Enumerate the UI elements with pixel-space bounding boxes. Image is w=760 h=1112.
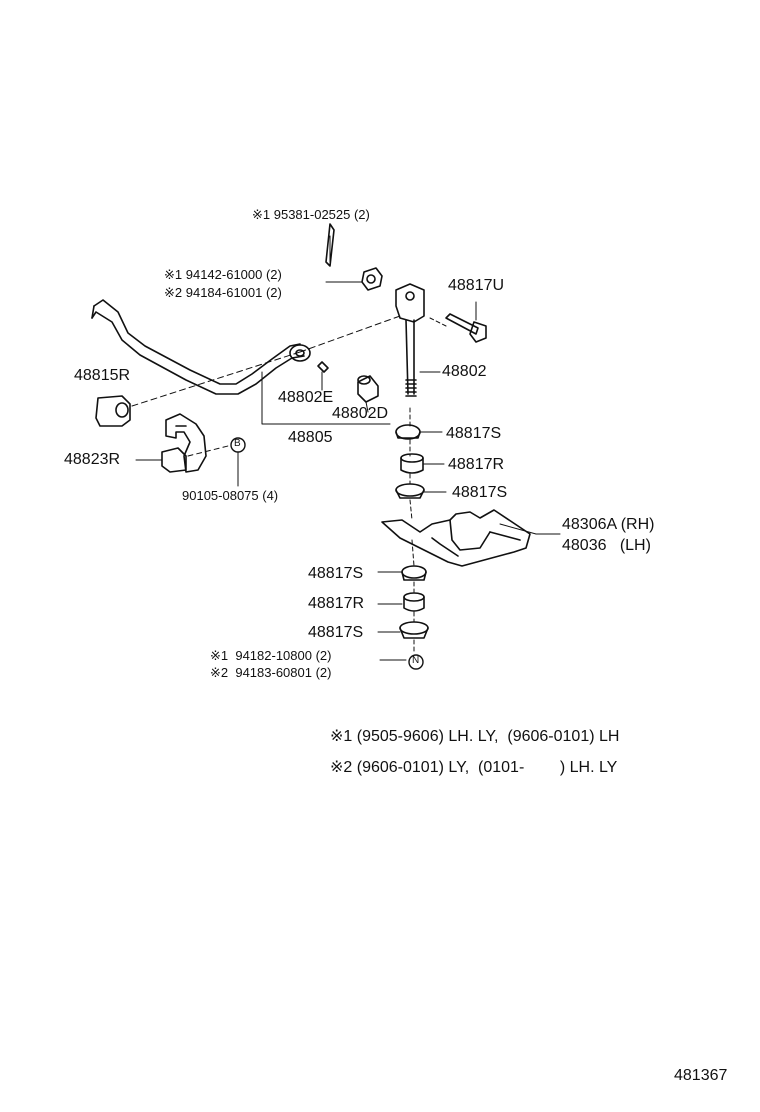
retainer-48817s-mid (395, 483, 425, 499)
label-48817s-a: 48817S (446, 425, 502, 442)
lower-arm-plate (381, 509, 531, 567)
label-48802: 48802 (442, 363, 487, 380)
label-48823r: 48823R (64, 451, 121, 468)
retainer-48817s-bottom (399, 621, 429, 639)
label-95381: ※1 95381-02525 (2) (252, 207, 370, 222)
label-94182: ※1 94182-10800 (2) (210, 648, 332, 663)
label-48817r-a: 48817R (448, 456, 505, 473)
label-48815r: 48815R (74, 367, 131, 384)
label-94184: ※2 94184-61001 (2) (164, 285, 282, 300)
link-48802 (395, 283, 425, 397)
marker-n-letter: N (412, 655, 420, 666)
figure-number: 481367 (674, 1067, 728, 1084)
label-48817s-b: 48817S (452, 484, 508, 501)
label-48802d: 48802D (332, 405, 389, 422)
washer-48817s-upper (395, 424, 421, 440)
leader-lines (131, 235, 561, 661)
cotter-pin (325, 223, 335, 267)
pin-48802e (317, 361, 329, 373)
label-48817u: 48817U (448, 277, 505, 294)
collar-48802d (357, 375, 379, 403)
label-48817s-c: 48817S (308, 565, 364, 582)
washer-48817s-lower (401, 565, 427, 581)
bracket-48823r (161, 413, 207, 473)
marker-b (230, 437, 246, 453)
marker-b-letter: B (234, 438, 241, 449)
note-2: ※2 (9606-0101) LY, (0101- ) LH. LY (330, 759, 618, 776)
label-48306a: 48306A (RH) (562, 516, 655, 533)
label-48802e: 48802E (278, 389, 334, 406)
label-48817s-d: 48817S (308, 624, 364, 641)
label-94183: ※2 94183-60801 (2) (210, 665, 332, 680)
label-48036: 48036 (LH) (562, 537, 651, 554)
nut-94142 (361, 267, 383, 291)
cushion-48817r-upper (400, 453, 424, 474)
label-48817r-b: 48817R (308, 595, 365, 612)
label-48805: 48805 (288, 429, 333, 446)
label-94142: ※1 94142-61000 (2) (164, 267, 282, 282)
marker-n (408, 654, 424, 670)
label-90105: 90105-08075 (4) (182, 488, 279, 503)
bolt-48817u (445, 313, 487, 343)
bushing-48815r (95, 395, 131, 427)
note-1: ※1 (9505-9606) LH. LY, (9606-0101) LH (330, 728, 620, 745)
cushion-48817r-lower (403, 592, 425, 612)
